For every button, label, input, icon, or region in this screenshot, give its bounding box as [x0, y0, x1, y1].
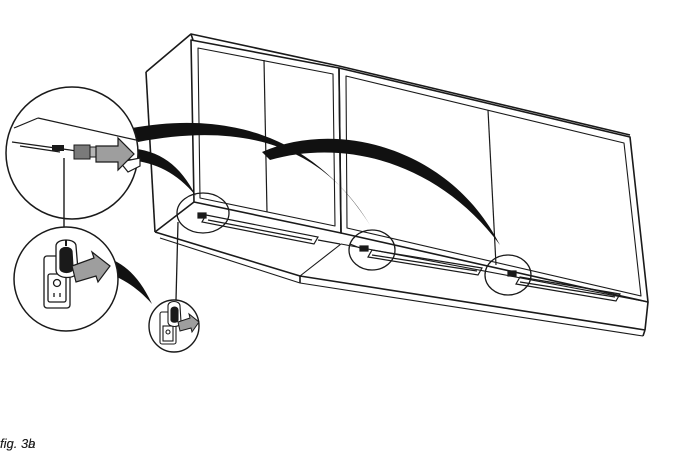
figure-label-3b: fig. 3b: [0, 436, 36, 451]
wall-outlet-small: [148, 221, 200, 353]
diagram-canvas: [5, 33, 649, 353]
power-plug-icon: [167, 300, 182, 328]
wall-cabinet-icon: [145, 33, 649, 337]
detail-circle-b: [348, 229, 396, 271]
installation-diagram: fig. 3a fig. 3b: [0, 33, 649, 451]
swoosh-to-circle-b: [132, 122, 370, 225]
swoosh-to-circle-a: [128, 148, 196, 196]
under-cabinet-light-icon: [197, 212, 621, 302]
detail-fig-3a: [5, 86, 141, 240]
detail-circles: [176, 192, 532, 296]
swoosh-to-circle-c: [262, 138, 500, 245]
insert-arrow-icon: [71, 250, 111, 284]
detail-fig-3b: [13, 226, 119, 332]
insert-arrow-icon: [177, 312, 200, 334]
detail-circle-a: [176, 192, 230, 234]
insert-arrow-icon: [95, 136, 135, 172]
detail-circle-c: [484, 254, 532, 296]
